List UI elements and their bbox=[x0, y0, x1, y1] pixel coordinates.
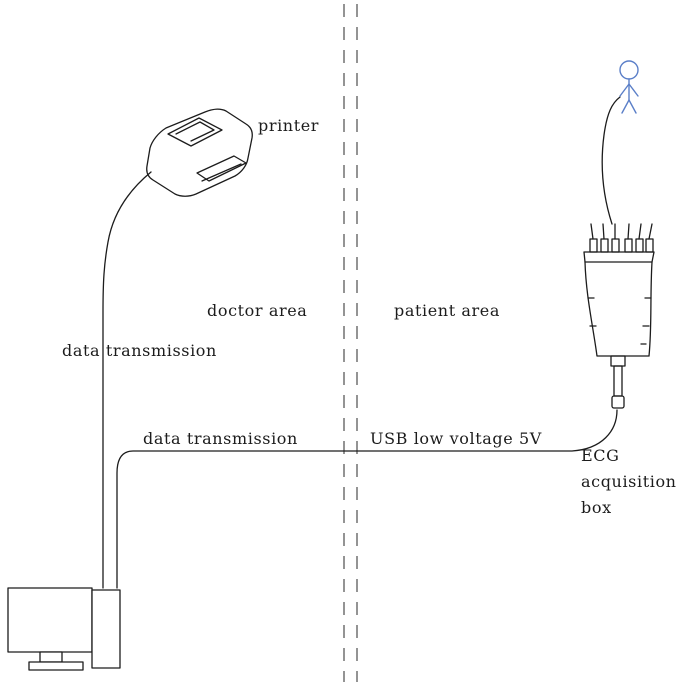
ecg-stem-plug bbox=[611, 395, 625, 409]
patient-legs bbox=[621, 99, 637, 114]
monitor-stand-neck bbox=[39, 651, 63, 663]
computer-tower bbox=[91, 589, 121, 669]
ecg-box-label-line3: box bbox=[581, 498, 612, 517]
data-usb-cable bbox=[116, 409, 618, 589]
ecg-connector bbox=[635, 238, 644, 253]
printer-paper-slot bbox=[167, 117, 223, 147]
printer-output-tray bbox=[196, 155, 247, 182]
printer-body-outline bbox=[146, 108, 253, 197]
printer-label: printer bbox=[258, 116, 319, 135]
patient-lead-cable bbox=[601, 96, 621, 225]
usb-low-voltage-label: USB low voltage 5V bbox=[370, 429, 542, 448]
ecg-stem-collar bbox=[610, 355, 626, 367]
ecg-connector bbox=[611, 238, 620, 253]
printer-output-tray-edge bbox=[201, 163, 242, 182]
ecg-connector bbox=[589, 238, 598, 253]
ecg-stem-shaft bbox=[613, 365, 623, 397]
printer-cable bbox=[102, 171, 152, 589]
patient-area-label: patient area bbox=[394, 301, 500, 320]
area-divider-dashed-line bbox=[343, 4, 358, 682]
computer-monitor-icon bbox=[7, 587, 121, 671]
data-transmission-lower-label: data transmission bbox=[143, 429, 298, 448]
ecg-acquisition-box-icon bbox=[583, 223, 655, 409]
ecg-lead-connectors bbox=[589, 223, 654, 253]
monitor-screen bbox=[7, 587, 93, 653]
ecg-lead-stubs bbox=[590, 223, 653, 240]
ecg-box-side-marks bbox=[587, 297, 652, 345]
doctor-area-label: doctor area bbox=[207, 301, 307, 320]
printer-paper-slot-inner bbox=[175, 121, 215, 142]
data-transmission-upper-label: data transmission bbox=[62, 341, 217, 360]
ecg-box-stem bbox=[610, 355, 626, 409]
printer-icon bbox=[146, 108, 253, 197]
patient-arms bbox=[619, 83, 639, 97]
ecg-box-label-line1: ECG bbox=[581, 446, 620, 465]
ecg-box-label-line2: acquisition bbox=[581, 472, 677, 491]
ecg-box-body bbox=[583, 251, 655, 357]
monitor-stand-base bbox=[28, 661, 84, 671]
patient-stick-figure-icon bbox=[619, 60, 639, 114]
ecg-connector bbox=[624, 238, 633, 253]
patient-head bbox=[619, 60, 639, 80]
ecg-connector bbox=[600, 238, 609, 253]
ecg-connector bbox=[645, 238, 654, 253]
